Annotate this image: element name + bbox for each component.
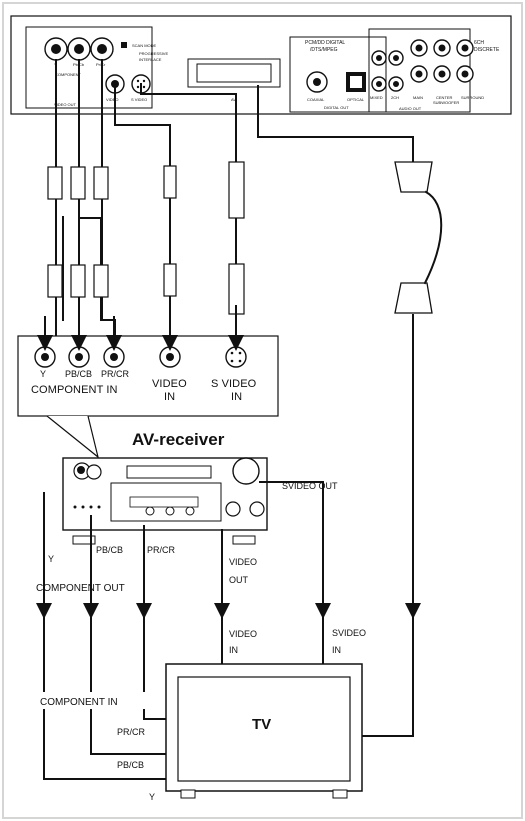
subwoofer-label: SUBWOOFER xyxy=(433,100,459,105)
receiver-title: AV-receiver xyxy=(132,430,225,449)
component-out-box-label: COMPONENT OUT xyxy=(36,583,125,594)
component-in-box-label: COMPONENT IN xyxy=(40,697,118,708)
video-in-line1: VIDEO xyxy=(229,629,257,639)
svideo-in-label-line1: S VIDEO xyxy=(211,378,257,390)
video-out-line1: VIDEO xyxy=(229,557,257,567)
input-arrows xyxy=(37,299,244,351)
coaxial-label: COAXIAL xyxy=(307,97,325,102)
digital-out-label: DIGITAL OUT xyxy=(324,105,349,110)
tv-arrows xyxy=(36,569,421,619)
ch-label: 2CH xyxy=(391,95,399,100)
digital-header-line2: /DTS/MPEG xyxy=(310,47,338,53)
video-in-line2: IN xyxy=(229,645,238,655)
input-pr-label: PR/CR xyxy=(101,369,130,379)
component-out-y-label: Y xyxy=(48,554,54,564)
svideo-out-label: SVIDEO OUT xyxy=(282,481,338,491)
component-out-labels: Y PB/CB PR/CR COMPONENT OUT xyxy=(31,545,176,595)
component-in-pr-label: PR/CR xyxy=(117,727,146,737)
receiver-labels: SVIDEO OUT VIDEO OUT VIDEO IN SVIDEO IN xyxy=(229,481,366,655)
interlace-label: INTERLACE xyxy=(139,57,162,62)
video-label: VIDEO xyxy=(106,97,118,102)
scan-mode-label: SCAN MODE xyxy=(132,43,157,48)
component-in-pb-label: PB/CB xyxy=(117,760,144,770)
main-label: MAIN xyxy=(413,95,423,100)
dvd-player-panel: Y Pb/Cb Pr/Cr COMPONENT SCAN MODE PROGRE… xyxy=(10,15,512,115)
tv-label: TV xyxy=(252,716,271,733)
discrete-label-line1: 6CH xyxy=(474,40,484,46)
av-receiver: AV-receiver xyxy=(62,430,268,545)
video-out-line2: OUT xyxy=(229,575,249,585)
input-pb-label: PB/CB xyxy=(65,369,92,379)
component-out-pb-label: PB/CB xyxy=(96,545,123,555)
component-out-pr-label: PR/CR xyxy=(147,545,176,555)
digital-header-line1: PCM/DD DIGITAL xyxy=(305,40,345,46)
s-video-label: S VIDEO xyxy=(131,97,147,102)
center-label: CENTER xyxy=(436,95,453,100)
input-y-label: Y xyxy=(40,369,46,379)
tv-device: TV xyxy=(165,663,363,799)
component-in-labels: COMPONENT IN PR/CR PB/CB Y xyxy=(35,692,155,802)
video-in-label-line2: IN xyxy=(164,391,175,403)
video-out-label: VIDEO OUT xyxy=(54,102,77,107)
video-in-label-line1: VIDEO xyxy=(152,378,187,390)
component-in-label: COMPONENT IN xyxy=(31,384,118,396)
component-label: COMPONENT xyxy=(55,72,82,77)
digital-output-group: PCM/DD DIGITAL /DTS/MPEG COAXIAL OPTICAL… xyxy=(289,36,387,113)
scart-port: AV xyxy=(187,58,281,102)
av-label: AV xyxy=(231,97,236,102)
scan-mode-switch: SCAN MODE PROGRESSIVE INTERLACE xyxy=(121,42,168,62)
discrete-label-line2: DISCRETE xyxy=(474,47,500,53)
optical-label: OPTICAL xyxy=(347,97,365,102)
component-in-y-label: Y xyxy=(149,792,155,802)
audio-out-label: AUDIO OUT xyxy=(399,106,422,111)
video-input-ports xyxy=(159,346,247,368)
svideo-in-line2: IN xyxy=(332,645,341,655)
svideo-in-line1: SVIDEO xyxy=(332,628,366,638)
surround-label: SURROUND xyxy=(461,95,484,100)
component-input-ports xyxy=(34,346,125,368)
svideo-in-label-line2: IN xyxy=(231,391,242,403)
connectors xyxy=(47,161,443,315)
mixed-label: MIXED xyxy=(370,95,383,100)
progressive-label: PROGRESSIVE xyxy=(139,51,168,56)
audio-output-group: MIXED 2CH MAIN CENTER SUBWOOFER SURROUND… xyxy=(368,28,484,113)
